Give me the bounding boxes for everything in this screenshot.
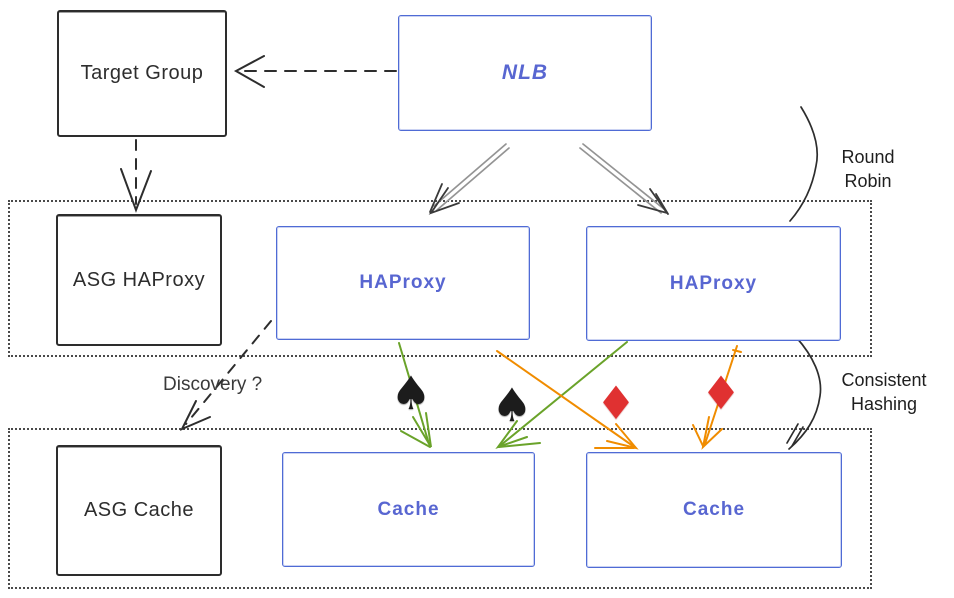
diamond-icon: ♦: [700, 366, 742, 420]
asg-haproxy-label: ASG HAProxy: [72, 268, 206, 291]
round-robin-line2: Robin: [844, 171, 892, 192]
nlb-label: NLB: [501, 61, 549, 84]
haproxy-left-label: HAProxy: [359, 272, 447, 293]
round-robin-line1: Round: [841, 147, 895, 167]
round-robin-label: Round Robin: [826, 145, 910, 194]
cache-left-node: Cache: [282, 452, 535, 567]
consistent-hashing-line2: Hashing: [850, 394, 918, 415]
asg-haproxy-node: ASG HAProxy: [56, 214, 222, 346]
asg-cache-node: ASG Cache: [56, 445, 222, 576]
consistent-hashing-label: Consistent Hashing: [822, 368, 946, 417]
cache-left-label: Cache: [377, 498, 440, 520]
nlb-node: NLB: [398, 15, 652, 131]
cache-right-label: Cache: [682, 499, 746, 520]
target-group-node: Target Group: [57, 10, 227, 137]
discovery-label: Discovery ?: [163, 374, 263, 395]
cache-right-node: Cache: [586, 452, 842, 568]
haproxy-right-label: HAProxy: [669, 272, 758, 294]
spade-icon: ♠: [491, 378, 533, 432]
haproxy-right-node: HAProxy: [586, 226, 841, 341]
asg-cache-dotted-group: [8, 428, 872, 589]
asg-cache-label: ASG Cache: [83, 499, 195, 521]
target-group-label: Target Group: [80, 62, 204, 84]
haproxy-left-node: HAProxy: [276, 226, 530, 340]
nlb-to-target-group-arrow: [233, 55, 397, 88]
spade-icon: ♠: [390, 366, 432, 420]
diamond-icon: ♦: [595, 376, 637, 430]
consistent-hashing-line1: Consistent: [841, 370, 927, 390]
